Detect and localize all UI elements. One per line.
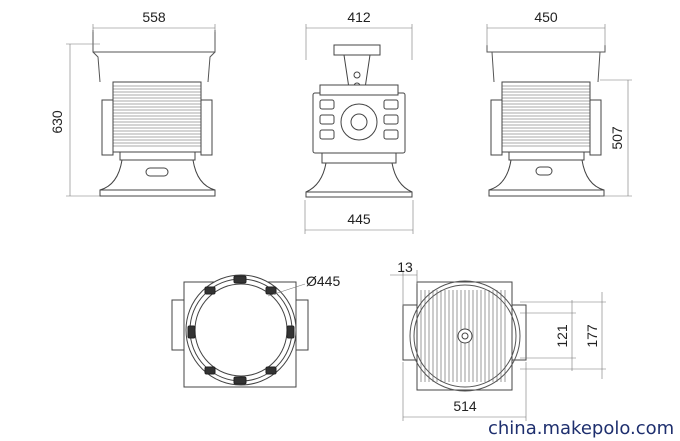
dim-top-offset: 13 — [390, 259, 418, 306]
label-back-width: 450 — [534, 9, 558, 25]
label-side-base: 445 — [347, 211, 371, 227]
label-top-width: 514 — [453, 398, 477, 414]
dim-side-width: 412 — [305, 9, 413, 60]
label-top-outer-span: 177 — [584, 324, 600, 348]
watermark: china.makepolo.com — [488, 418, 674, 439]
side-slots — [319, 99, 399, 140]
dim-top-width: 514 — [402, 362, 527, 421]
top-view — [402, 280, 527, 392]
side-view — [305, 44, 413, 198]
dim-back-width: 450 — [486, 9, 606, 46]
dim-back-height: 507 — [600, 79, 632, 197]
label-front-height: 630 — [49, 110, 65, 134]
dim-front-height: 630 — [49, 43, 100, 197]
label-bottom-diameter: Ø445 — [306, 273, 340, 289]
label-top-inner-span: 121 — [554, 324, 570, 348]
back-view — [486, 45, 606, 197]
dim-top-outer-span: 177 — [520, 292, 606, 379]
dim-side-base: 445 — [304, 200, 414, 234]
dim-top-inner-span: 121 — [520, 300, 576, 371]
label-side-width: 412 — [347, 9, 371, 25]
label-top-offset: 13 — [397, 259, 413, 275]
bottom-view — [171, 274, 309, 388]
label-back-height: 507 — [609, 126, 625, 150]
front-heatsink-fins — [113, 85, 201, 147]
front-view — [92, 30, 216, 197]
label-front-width: 558 — [142, 9, 166, 25]
back-heatsink-fins — [502, 85, 590, 147]
dim-front-width: 558 — [92, 9, 216, 32]
